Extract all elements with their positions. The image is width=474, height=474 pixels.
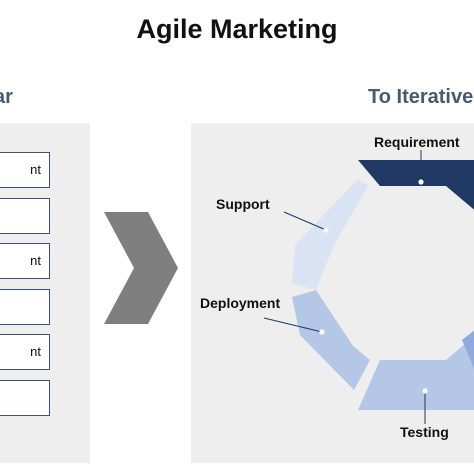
transition-arrow-icon xyxy=(104,212,178,324)
left-step-box: nt xyxy=(0,243,50,279)
development-segment-partial xyxy=(462,330,474,369)
left-step-box: nt xyxy=(0,152,50,188)
requirement-segment xyxy=(358,160,474,210)
deployment-marker xyxy=(319,329,325,335)
testing-marker xyxy=(422,388,428,394)
testing-label: Testing xyxy=(400,424,449,440)
left-column-heading: ar xyxy=(0,86,13,108)
left-step-box: nt xyxy=(0,334,50,370)
left-step-box xyxy=(0,198,50,234)
page-title: Agile Marketing xyxy=(136,14,338,44)
support-label: Support xyxy=(216,196,270,212)
left-step-box xyxy=(0,380,50,416)
right-column-heading: To Iterative xyxy=(368,86,474,108)
testing-segment xyxy=(358,336,474,410)
deployment-label: Deployment xyxy=(200,295,280,311)
deployment-segment xyxy=(292,290,370,390)
requirement-label: Requirement xyxy=(374,134,460,150)
arrow-shape xyxy=(104,212,178,324)
support-segment xyxy=(292,179,368,290)
requirement-marker xyxy=(418,179,424,185)
support-marker xyxy=(323,227,329,233)
left-step-box xyxy=(0,289,50,325)
